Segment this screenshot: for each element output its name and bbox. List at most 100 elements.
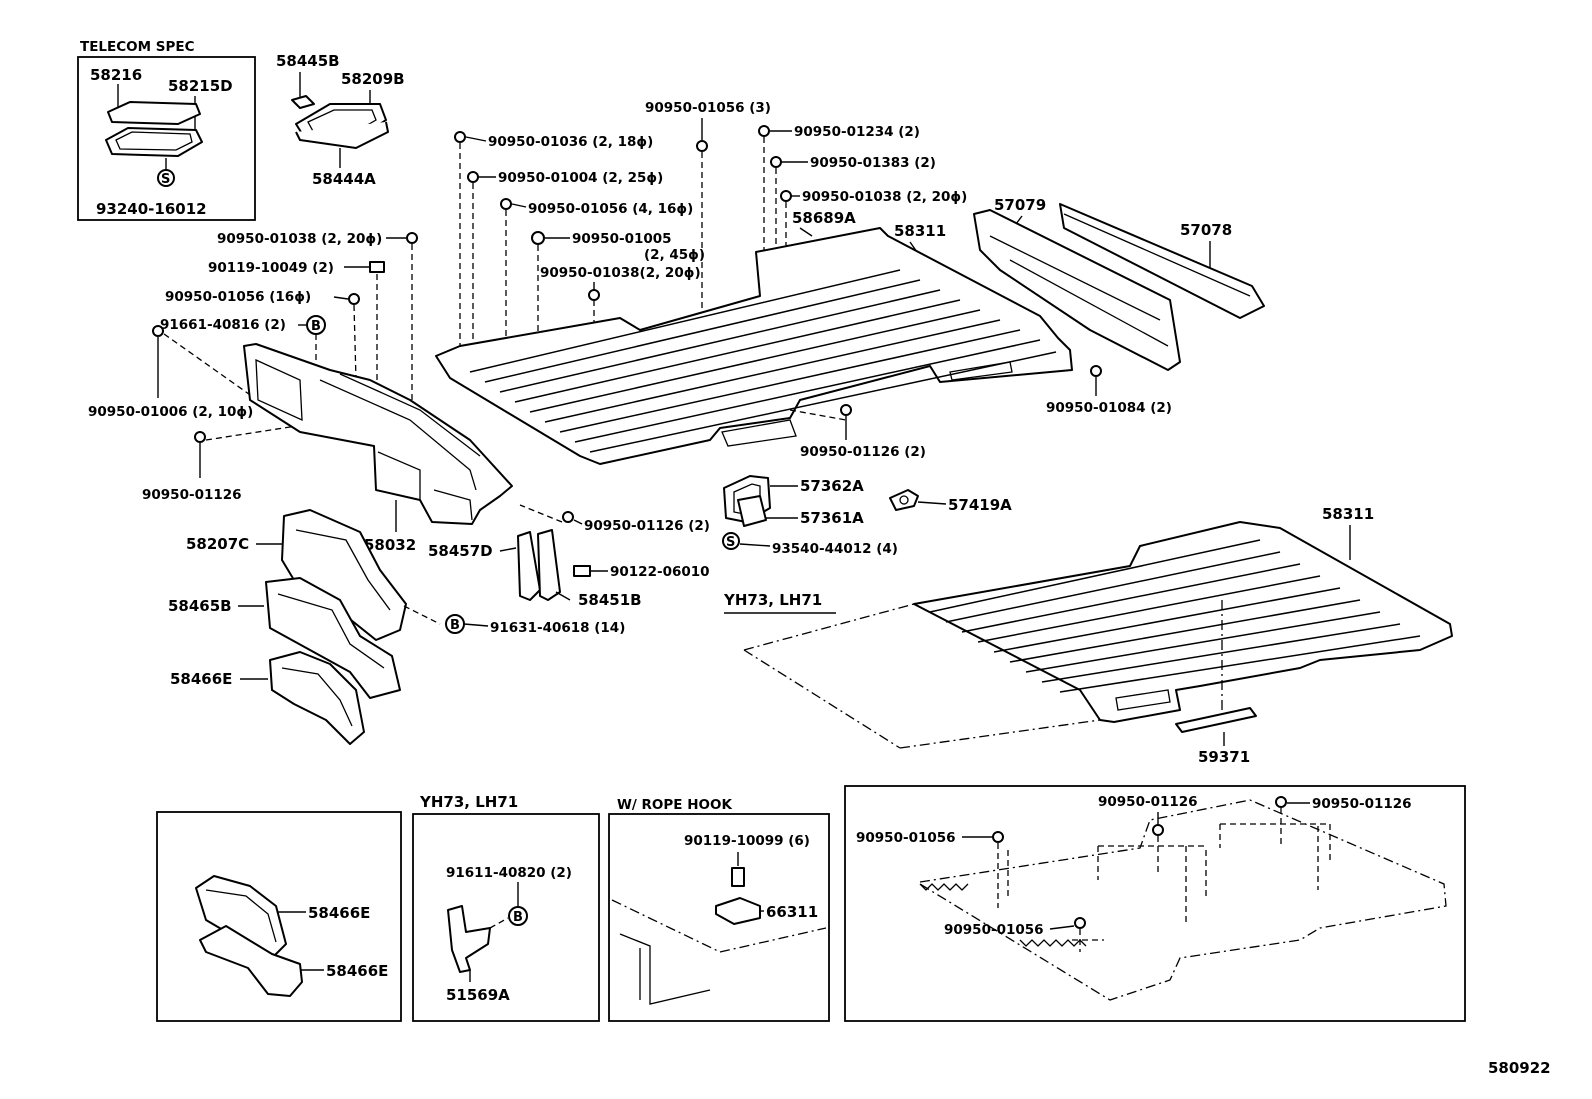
callout-90950-01005-sub: (2, 45ϕ) (644, 247, 705, 263)
callout-58311-top[interactable]: 58311 (894, 222, 946, 240)
callout-57079[interactable]: 57079 (994, 196, 1046, 214)
callout-58444A[interactable]: 58444A (312, 170, 376, 188)
part-57079-shape (973, 209, 1181, 371)
callout-58209B[interactable]: 58209B (341, 70, 405, 88)
panel-c-label-1[interactable]: 90119-10099 (6) (684, 833, 810, 849)
callout-90950-01056-16[interactable]: 90950-01056 (16ϕ) (165, 289, 311, 305)
step-panels-group: 58207C 58465B 58466E B 91631-40618 (14) (168, 509, 625, 745)
callout-90119-10049[interactable]: 90119-10049 (2) (208, 260, 334, 276)
callout-90950-01056-3[interactable]: 90950-01056 (3) (645, 100, 771, 116)
callout-93240-16012[interactable]: 93240-16012 (96, 200, 207, 218)
figure-id: 580922 (1488, 1059, 1551, 1077)
panel-a-label-2[interactable]: 58466E (326, 962, 388, 980)
clip-icon (770, 156, 782, 168)
callout-58457D[interactable]: 58457D (428, 542, 493, 560)
callout-91661-40816[interactable]: 91661-40816 (2) (160, 317, 286, 333)
panel-d-label-1[interactable]: 90950-01126 (1098, 794, 1198, 810)
callout-90950-01234[interactable]: 90950-01234 (2) (794, 124, 920, 140)
callout-58466E[interactable]: 58466E (170, 670, 232, 688)
callout-58032[interactable]: 58032 (364, 536, 416, 554)
callout-59371[interactable]: 59371 (1198, 748, 1250, 766)
callout-58216[interactable]: 58216 (90, 66, 142, 84)
panel-b-label-1[interactable]: 91611-40820 (2) (446, 865, 572, 881)
variant-label-mid: YH73, LH71 (723, 591, 822, 609)
panel-d-label-4[interactable]: 90950-01056 (944, 922, 1044, 938)
part-58451B-shape (537, 529, 561, 601)
callout-90950-01126-a[interactable]: 90950-01126 (142, 487, 242, 503)
panel-c-label-2[interactable]: 66311 (766, 903, 818, 921)
callout-90950-01005[interactable]: 90950-01005 (572, 231, 672, 247)
callout-58689A[interactable]: 58689A (792, 209, 856, 227)
detail-panel-a: 58466E 58466E (156, 811, 402, 1022)
clip-icon (992, 831, 1004, 843)
callout-58465B[interactable]: 58465B (168, 597, 232, 615)
callout-90950-01038-a[interactable]: 90950-01038 (2, 20ϕ) (802, 189, 967, 205)
panel-d-frame (844, 785, 1466, 1022)
telecom-spec-box (77, 56, 256, 221)
callout-58207C[interactable]: 58207C (186, 535, 249, 553)
panel-d-floor-outline (919, 799, 1447, 1001)
clip-icon (152, 325, 164, 337)
callout-93540-44012[interactable]: 93540-44012 (4) (772, 541, 898, 557)
clip-icon (1152, 824, 1164, 836)
callout-58451B[interactable]: 58451B (578, 591, 642, 609)
panel-d-label-2[interactable]: 90950-01126 (1312, 796, 1412, 812)
telecom-spec-group: TELECOM SPEC 58216 58215D S 93240-16012 (77, 39, 256, 221)
callout-57362A[interactable]: 57362A (800, 477, 864, 495)
panel-a-frame (156, 811, 402, 1022)
clip-icon (454, 131, 466, 143)
floor-panel-58311-upper: 58311 (435, 222, 1073, 465)
clip-icon (406, 232, 418, 244)
clip-icon (500, 198, 512, 210)
clip-icon (1074, 917, 1086, 929)
callout-58215D[interactable]: 58215D (168, 77, 233, 95)
callout-58311-bottom[interactable]: 58311 (1322, 505, 1374, 523)
callout-90950-01038-c[interactable]: 90950-01038 (2, 20ϕ) (217, 231, 382, 247)
part-57361A-shape (737, 495, 767, 527)
callout-90950-01056-4[interactable]: 90950-01056 (4, 16ϕ) (528, 201, 693, 217)
callout-90950-01038-b[interactable]: 90950-01038(2, 20ϕ) (540, 265, 701, 281)
s-marker-icon (722, 532, 740, 550)
callout-90950-01126-2[interactable]: 90950-01126 (2) (800, 444, 926, 460)
panel-a-label-1[interactable]: 58466E (308, 904, 370, 922)
panel-d-label-3[interactable]: 90950-01056 (856, 830, 956, 846)
bolt-icon (369, 261, 385, 273)
panel-b-bracket (447, 905, 491, 973)
panel-a-part-lower (199, 925, 303, 997)
callout-57361A[interactable]: 57361A (800, 509, 864, 527)
callout-90950-01383[interactable]: 90950-01383 (2) (810, 155, 936, 171)
detail-panel-d: 90950-01126 90950-01126 90950-01056 9095… (844, 785, 1466, 1022)
clip-icon (780, 190, 792, 202)
callout-90122-06010[interactable]: 90122-06010 (610, 564, 710, 580)
rope-hook-shape (715, 897, 761, 925)
svg-text:B: B (450, 618, 460, 633)
callout-57419A[interactable]: 57419A (948, 496, 1012, 514)
callout-57078[interactable]: 57078 (1180, 221, 1232, 239)
callout-58445B[interactable]: 58445B (276, 52, 340, 70)
clip-icon (758, 125, 770, 137)
s-marker-icon (157, 169, 175, 187)
callout-90950-01084[interactable]: 90950-01084 (2) (1046, 400, 1172, 416)
clip-icon (696, 140, 708, 152)
panel-b-label-2[interactable]: 51569A (446, 986, 510, 1004)
step-cover-group: 90950-01126 (2) 58457D 58451B 90122-0601… (428, 504, 710, 609)
callout-90950-01036[interactable]: 90950-01036 (2, 18ϕ) (488, 134, 653, 150)
panel-b-title: YH73, LH71 (419, 793, 518, 811)
part-58465B-shape (265, 577, 401, 699)
part-58466E-shape (269, 651, 365, 745)
callout-90950-01004[interactable]: 90950-01004 (2, 25ϕ) (498, 170, 663, 186)
detail-panel-c: W/ ROPE HOOK 90119-10099 (6) 66311 (608, 797, 830, 1022)
panel-c-title: W/ ROPE HOOK (617, 797, 732, 813)
svg-text:S: S (726, 535, 735, 550)
part-58445B-shape (291, 95, 315, 109)
fastener-callouts-top: 90950-01056 (3) 90950-01036 (2, 18ϕ) 909… (454, 100, 967, 380)
bolt-icon (731, 867, 745, 887)
callout-91631-40618[interactable]: 91631-40618 (14) (490, 620, 625, 636)
callout-90950-01006[interactable]: 90950-01006 (2, 10ϕ) (88, 404, 253, 420)
panel-b-frame (412, 813, 600, 1022)
mat-group: 58445B 58209B 58444A (276, 52, 405, 188)
callout-90950-01126-b[interactable]: 90950-01126 (2) (584, 518, 710, 534)
clip-icon (562, 511, 574, 523)
floor-panel-58311-lower: YH73, LH71 58311 59371 (723, 505, 1453, 766)
